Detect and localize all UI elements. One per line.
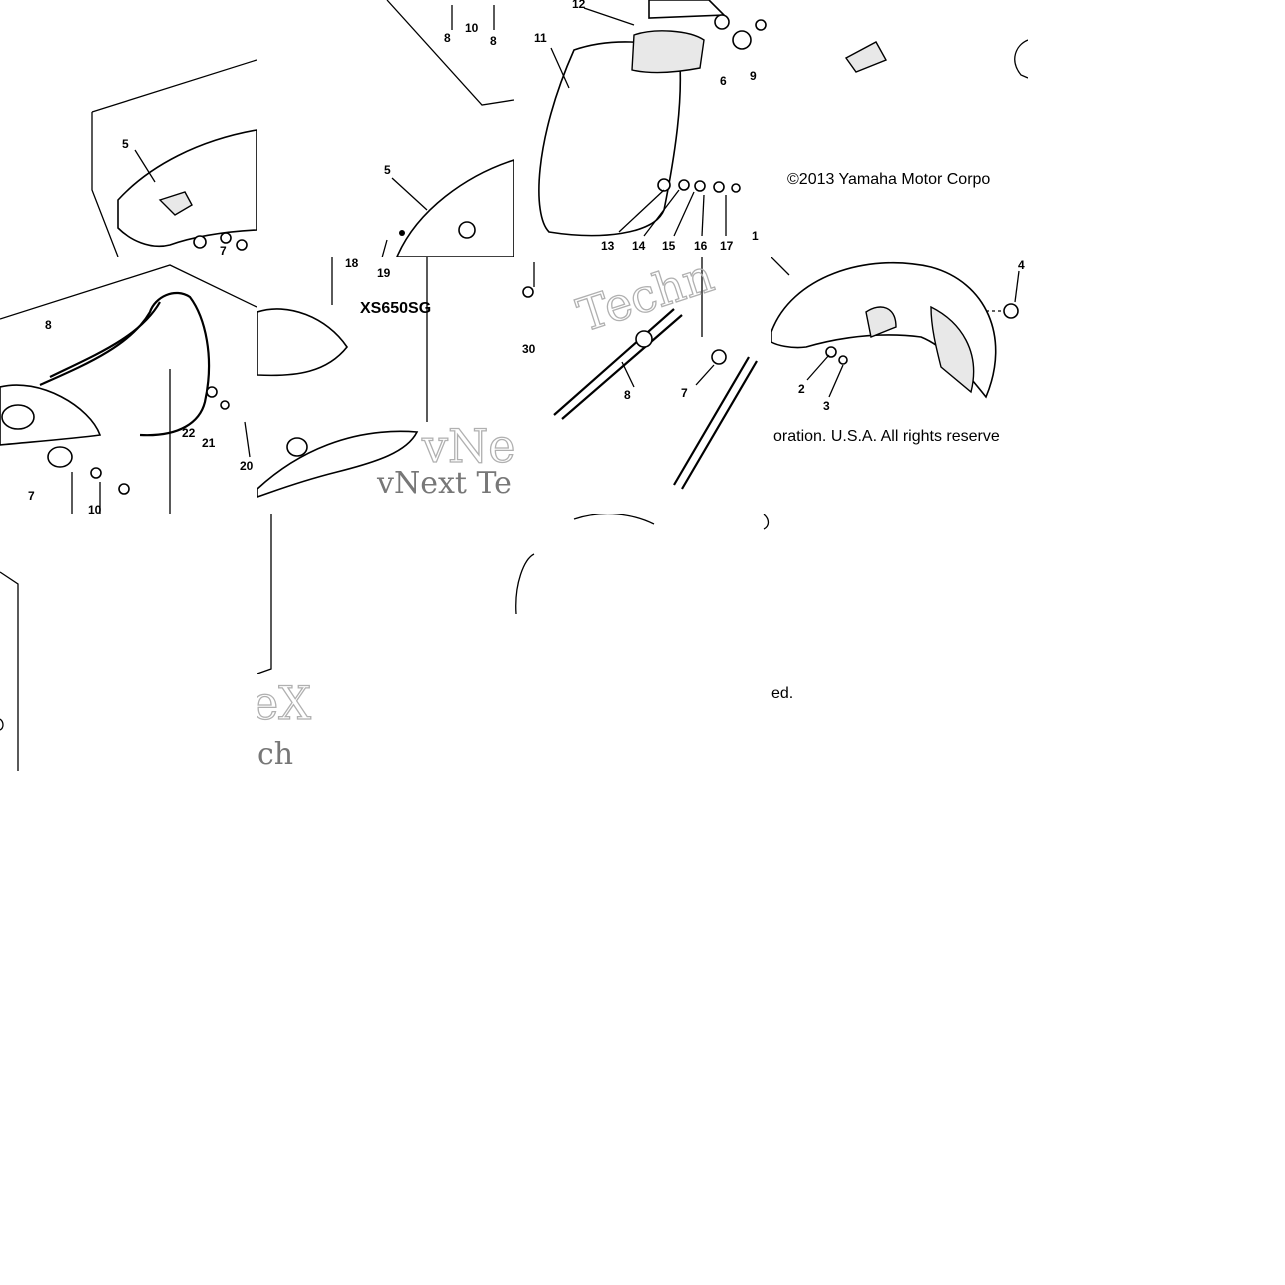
callout-label: 8 [490, 34, 497, 48]
callout-label: 8 [444, 31, 451, 45]
diagram-tile-middle-left: 8 22 21 20 7 10 [0, 257, 257, 514]
callout-label: 12 [572, 0, 586, 11]
copyright-text: oration. U.S.A. All rights reserve [773, 428, 1000, 445]
support-stay-drawing: 30 8 7 Techn [522, 257, 758, 490]
diagram-tile-top-left: 5 7 [0, 0, 257, 257]
callout-label: 16 [694, 239, 708, 253]
diagram-tile-bottom-left [0, 514, 257, 771]
rear-fender-closeup-drawing: 5 7 [91, 59, 257, 257]
rear-mudflap-drawing: 12 11 6 9 13 14 15 16 17 [534, 0, 767, 253]
callout-label: 2 [798, 382, 805, 396]
callout-1-label: 1 [752, 229, 759, 243]
watermark-text: Techn [571, 257, 720, 342]
copyright-tail-panel: ed. [771, 685, 793, 702]
model-label-panel: XS650SG 19 18 vNext Te vNe [257, 257, 514, 501]
watermark-text: ch [257, 737, 293, 771]
diagram-tile-bottom-center: eX ch [257, 514, 514, 771]
front-fender-drawing: 4 2 3 oration. U.S.A. All rights reserve [771, 257, 1025, 445]
callout-label: 9 [750, 69, 757, 83]
callout-label: 17 [720, 239, 734, 253]
diagram-tile-bottom-far-right: ed. [771, 514, 1028, 771]
copyright-text: ©2013 Yamaha Motor Corpo [787, 171, 990, 188]
callout-label: 22 [182, 426, 196, 440]
diagram-tile-top-right: 12 11 6 9 13 14 15 16 17 [514, 0, 771, 257]
callout-label: 4 [1018, 258, 1025, 272]
watermark-text: vNext Te [376, 466, 512, 501]
bottom-center-fragment: eX ch [257, 514, 312, 771]
copyright-text: ed. [771, 685, 793, 702]
bottom-right-fragment [515, 514, 770, 615]
watermark-text: eX [257, 676, 311, 730]
bottom-left-fragment [0, 571, 19, 771]
diagram-tile-callout-strip: 1 [748, 224, 768, 246]
grab-rail-drawing: 8 22 21 20 7 10 [0, 264, 257, 514]
callout-label: 3 [823, 399, 830, 413]
callout-label: 30 [522, 342, 536, 356]
callout-label: 6 [720, 74, 727, 88]
callout-label: 20 [240, 459, 254, 473]
watermark-text: vNe [421, 419, 514, 473]
callout-label: 19 [377, 266, 391, 280]
callout-label: 10 [465, 21, 479, 35]
diagram-tile-center: XS650SG 19 18 vNext Te vNe [257, 257, 514, 514]
callout-label: 7 [28, 489, 35, 503]
callout-label: 18 [345, 257, 359, 270]
callout-label: 1 [752, 229, 759, 243]
diagram-tile-far-right-middle: 4 2 3 oration. U.S.A. All rights reserve [771, 257, 1028, 514]
callout-label: 14 [632, 239, 646, 253]
callout-label: 8 [45, 318, 52, 332]
callout-label: 5 [122, 137, 129, 151]
diagram-tile-center-right: 30 8 7 Techn [514, 257, 771, 514]
callout-label: 10 [88, 503, 102, 514]
callout-label: 21 [202, 436, 216, 450]
callout-label: 8 [624, 388, 631, 402]
callout-label: 11 [534, 31, 547, 45]
callout-label: 5 [384, 163, 391, 177]
copyright-panel: ©2013 Yamaha Motor Corpo [787, 39, 1028, 188]
diagram-tile-top-middle: 8 10 8 5 [257, 0, 514, 257]
callout-label: 13 [601, 239, 615, 253]
diagram-tile-top-far-right: ©2013 Yamaha Motor Corpo [771, 0, 1028, 257]
callout-label: 7 [681, 386, 688, 400]
callout-label: 15 [662, 239, 676, 253]
callout-label: 7 [220, 244, 227, 257]
diagram-tile-bottom-right [514, 514, 771, 771]
fender-side-drawing: 8 10 8 5 [381, 0, 514, 257]
model-code-label: XS650SG [360, 300, 431, 317]
